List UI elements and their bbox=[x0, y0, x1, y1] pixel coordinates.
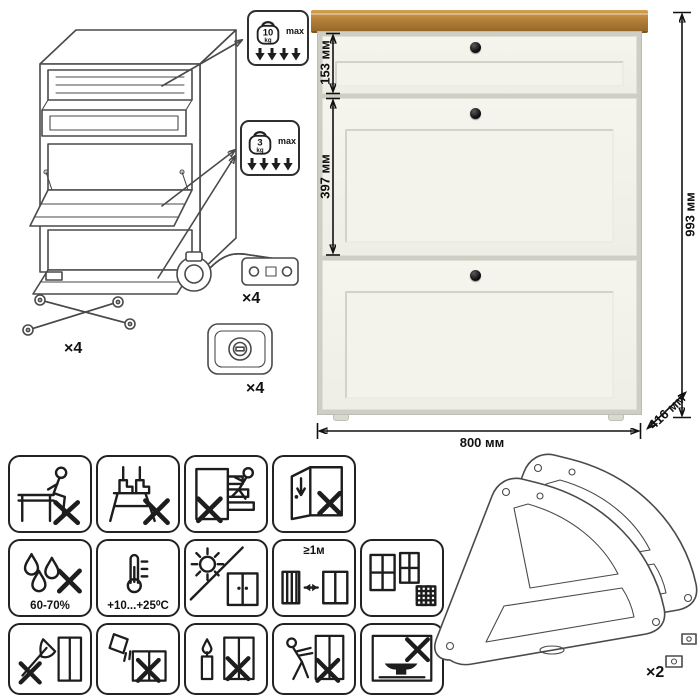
flap-side-frames-drawing bbox=[433, 453, 698, 668]
flap1-knob bbox=[470, 108, 481, 119]
min-distance-label: ≥1м bbox=[303, 545, 325, 557]
max-weight-callout-flap: 3 kg max bbox=[240, 120, 300, 176]
no-sitting-icon bbox=[17, 466, 81, 526]
humidity-range-label: 60-70% bbox=[30, 600, 70, 613]
dim-total-height: 993 мм bbox=[682, 192, 698, 237]
windows-icon bbox=[369, 551, 437, 607]
max-weight-callout-drawer: 10 kg max bbox=[247, 10, 309, 66]
cam-plate-count: ×4 bbox=[246, 380, 265, 397]
no-standing-icon bbox=[109, 466, 170, 526]
water-drops-icon bbox=[23, 552, 82, 594]
no-climbing-icon bbox=[195, 466, 255, 524]
pictogram-heat-distance: ≥1м bbox=[272, 539, 356, 617]
anvil-icon bbox=[371, 634, 433, 682]
drawer-knob bbox=[470, 42, 481, 53]
cabinet-flap-door-2 bbox=[322, 260, 637, 410]
flap1-panel bbox=[345, 129, 614, 243]
dimension-lines bbox=[316, 11, 691, 439]
dim-drawer-height: 153 мм bbox=[317, 40, 333, 85]
cabinet-foot-left bbox=[333, 414, 349, 421]
flap2-panel bbox=[345, 291, 614, 399]
temperature-range-label: +10...+25⁰С bbox=[107, 600, 169, 613]
thermometer-icon bbox=[126, 553, 149, 594]
candle-icon bbox=[200, 636, 255, 682]
axe-icon bbox=[18, 636, 83, 685]
cam-plate-drawing bbox=[207, 323, 273, 375]
hinge-count: ×4 bbox=[242, 290, 261, 307]
pictogram-no-impact bbox=[8, 623, 92, 695]
stay-arm-count: ×4 bbox=[64, 340, 83, 357]
cabinet-foot-right bbox=[608, 414, 624, 421]
pictogram-no-open-flame bbox=[184, 623, 268, 695]
cabinet-wireframe-drawing bbox=[29, 29, 312, 295]
flap2-knob bbox=[470, 270, 481, 281]
svg-text:kg: kg bbox=[256, 147, 263, 154]
pictogram-no-heavy-load bbox=[360, 623, 444, 695]
svg-text:10: 10 bbox=[263, 27, 273, 38]
down-arrows-icon bbox=[247, 158, 293, 171]
side-frame-count: ×2 bbox=[646, 664, 665, 681]
max-label: max bbox=[286, 25, 305, 36]
max-label: max bbox=[278, 135, 297, 146]
radiator-distance-icon bbox=[281, 570, 349, 605]
pushing-person-icon bbox=[286, 634, 345, 683]
lid-stay-arm-drawing bbox=[22, 294, 136, 336]
pictogram-humidity: 60-70% bbox=[8, 539, 92, 617]
pictogram-no-climbing bbox=[184, 455, 268, 533]
dim-width: 800 мм bbox=[459, 435, 505, 450]
down-arrows-icon bbox=[255, 48, 301, 61]
dim-flap-height: 397 мм bbox=[317, 154, 333, 199]
pictogram-no-sitting bbox=[8, 455, 92, 533]
pictogram-no-pushing bbox=[272, 623, 356, 695]
cabinet-body bbox=[317, 31, 642, 415]
pictogram-no-sunlight bbox=[184, 539, 268, 617]
pictogram-no-liquids bbox=[96, 623, 180, 695]
weight-3kg-icon: 3 kg bbox=[248, 131, 272, 155]
svg-text:3: 3 bbox=[257, 137, 262, 148]
pictogram-no-standing bbox=[96, 455, 180, 533]
cabinet-flap-door-1 bbox=[322, 98, 637, 256]
spilling-glass-icon bbox=[108, 633, 167, 683]
hinge-drawing bbox=[176, 251, 299, 292]
weight-10kg-icon: 10 kg bbox=[256, 21, 280, 45]
cabinet-wood-top bbox=[311, 10, 648, 31]
no-door-hanging-icon bbox=[290, 466, 343, 521]
drawer-panel-groove bbox=[335, 61, 624, 87]
svg-text:kg: kg bbox=[264, 37, 271, 44]
pictogram-no-door-hanging bbox=[272, 455, 356, 533]
pictogram-temperature: +10...+25⁰С bbox=[96, 539, 180, 617]
sun-wardrobe-icon bbox=[189, 546, 259, 607]
pictogram-ventilation-windows bbox=[360, 539, 444, 617]
